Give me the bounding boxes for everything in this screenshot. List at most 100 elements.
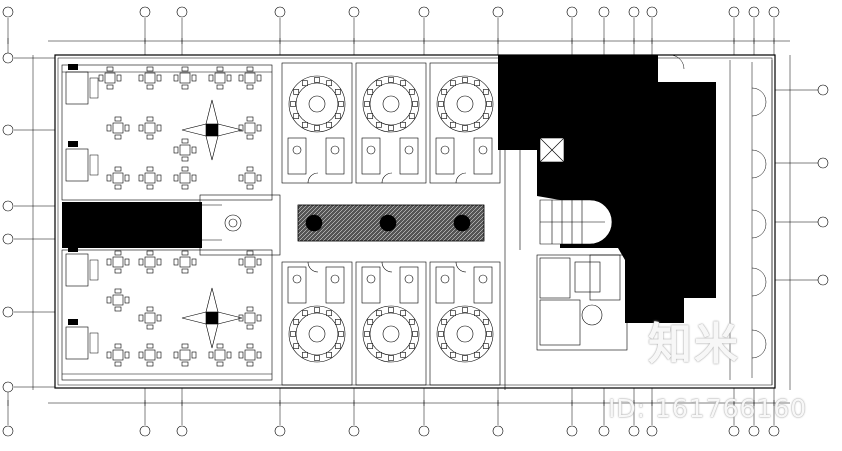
door-swing <box>455 172 467 184</box>
chair <box>293 89 300 95</box>
chair <box>246 66 254 72</box>
private-room <box>281 62 353 184</box>
round-table-icon <box>288 75 346 133</box>
grid-bubble <box>768 6 780 18</box>
private-room <box>281 261 353 386</box>
chair <box>450 310 456 317</box>
toilet <box>292 145 302 155</box>
table-top <box>179 256 191 268</box>
chair <box>246 166 254 172</box>
toilet <box>292 274 302 284</box>
table-top <box>144 312 156 324</box>
chair <box>146 361 154 367</box>
table-top <box>144 349 156 361</box>
grid-bubble <box>768 425 780 437</box>
chair <box>246 324 254 330</box>
central-feature <box>297 204 485 242</box>
chair <box>181 156 189 162</box>
chair <box>334 113 341 119</box>
room-wall <box>355 62 427 184</box>
booth-table <box>89 154 99 176</box>
chair <box>408 319 415 325</box>
chair <box>114 116 122 122</box>
chair <box>98 74 104 82</box>
chair <box>376 351 382 358</box>
chair <box>114 288 122 294</box>
star-center <box>205 123 219 137</box>
chair <box>146 268 154 274</box>
chair <box>191 74 197 82</box>
service-rooms <box>504 150 628 390</box>
grid-bubble <box>728 425 740 437</box>
chair <box>367 343 374 349</box>
chair <box>181 138 189 144</box>
table-top <box>244 349 256 361</box>
table-top <box>214 72 226 84</box>
chair <box>216 84 224 90</box>
chair <box>114 361 122 367</box>
toilet <box>440 274 450 284</box>
chair <box>441 343 448 349</box>
chair <box>290 331 296 337</box>
table-top <box>104 72 116 84</box>
chair <box>486 101 492 107</box>
square-table-icon <box>208 343 232 367</box>
chair <box>138 314 144 322</box>
chair <box>173 351 179 359</box>
restroom <box>399 137 419 175</box>
right-corridor <box>529 54 773 385</box>
table-top <box>244 122 256 134</box>
table-ring <box>369 312 413 356</box>
restroom <box>399 266 419 304</box>
chair <box>146 184 154 190</box>
restroom <box>325 266 345 304</box>
chair <box>326 80 332 87</box>
chair <box>124 174 130 182</box>
chair <box>293 113 300 119</box>
table-top <box>112 294 124 306</box>
lazy-susan <box>456 325 474 343</box>
table-top <box>144 172 156 184</box>
chair <box>302 121 308 128</box>
central-dark-corridor <box>62 202 202 248</box>
chair <box>334 319 341 325</box>
private-room <box>429 62 501 184</box>
square-table-icon <box>173 66 197 90</box>
chair <box>334 89 341 95</box>
restroom <box>435 266 455 304</box>
chair <box>246 343 254 349</box>
chair <box>156 351 162 359</box>
booth-divider <box>68 141 78 147</box>
square-table-icon <box>238 250 262 274</box>
private-room <box>429 261 501 386</box>
toilet <box>478 274 488 284</box>
chair <box>388 307 394 313</box>
chair <box>138 174 144 182</box>
corridor-details <box>199 194 281 256</box>
chair <box>246 116 254 122</box>
chair <box>246 84 254 90</box>
grid-bubble <box>817 157 829 169</box>
chair <box>146 250 154 256</box>
chair <box>293 343 300 349</box>
chair <box>156 314 162 322</box>
chair <box>474 351 480 358</box>
chair <box>246 361 254 367</box>
chair <box>314 355 320 361</box>
chair <box>462 307 468 313</box>
chair <box>400 80 406 87</box>
chair <box>256 124 262 132</box>
toilet <box>478 145 488 155</box>
square-table-icon <box>106 288 130 312</box>
grid-bubble <box>348 6 360 18</box>
chair <box>482 113 489 119</box>
chair <box>388 77 394 83</box>
chair <box>474 310 480 317</box>
square-table-icon <box>106 343 130 367</box>
chair <box>106 351 112 359</box>
chair <box>367 89 374 95</box>
decorative-star-motifs <box>181 99 243 349</box>
chair <box>388 125 394 131</box>
toilet <box>330 274 340 284</box>
chair <box>191 174 197 182</box>
